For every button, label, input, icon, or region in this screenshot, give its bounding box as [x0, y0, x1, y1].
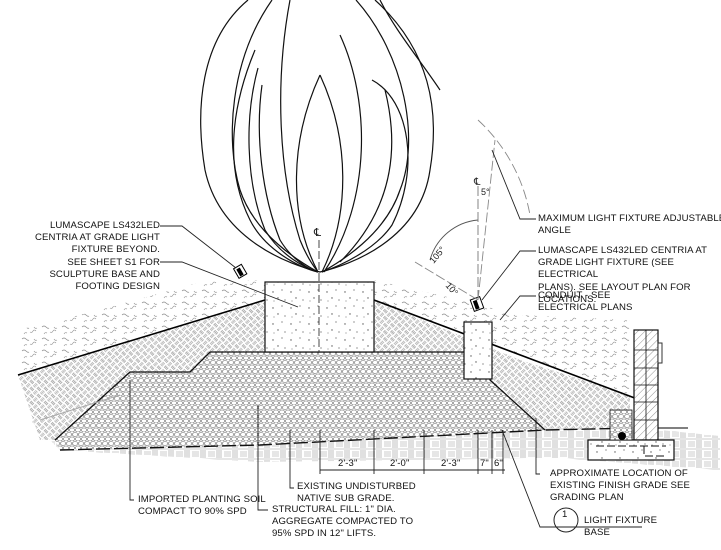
structural-fill	[55, 352, 545, 450]
note-fixture-grade: LUMASCAPE LS432LED CENTRIA AT GRADE LIGH…	[538, 245, 708, 305]
mulch-layer	[18, 280, 265, 375]
native-subgrade	[30, 418, 720, 470]
light-fixture-base	[463, 321, 493, 380]
light-fixture-beyond-icon	[232, 263, 248, 280]
detail-number: 1	[562, 509, 568, 520]
dimension-3: 2'-3"	[441, 458, 461, 469]
dimension-5: 6"	[494, 458, 503, 469]
detail-bubble	[553, 507, 579, 533]
note-planting-soil: IMPORTED PLANTING SOIL COMPACT TO 90% SP…	[138, 494, 266, 518]
note-max-angle: MAXIMUM LIGHT FIXTURE ADJUSTABLE ANGLE	[538, 213, 721, 237]
dimension-4: 7"	[480, 458, 489, 469]
note-sub-grade: EXISTING UNDISTURBED NATIVE SUB GRADE.	[297, 481, 416, 505]
note-sculpture-base: SEE SHEET S1 FOR SCULPTURE BASE AND FOOT…	[49, 257, 160, 293]
detail-title: LIGHT FIXTURE BASE	[584, 515, 658, 539]
wall-footing	[587, 439, 675, 461]
note-finish-grade: APPROXIMATE LOCATION OF EXISTING FINISH …	[550, 468, 691, 504]
note-conduit: CONDUIT - SEE ELECTRICAL PLANS	[538, 290, 633, 314]
angle-offset-label: 5°	[481, 187, 490, 197]
sculpture-base	[264, 281, 375, 353]
sculpture-flame	[200, 0, 441, 273]
dimension-string	[319, 430, 505, 474]
dimension-2: 2'-0"	[390, 458, 410, 469]
note-fixture-beyond: LUMASCAPE LS432LED CENTRIA AT GRADE LIGH…	[35, 220, 160, 256]
centerline-sculpture-symbol: ℄	[314, 227, 322, 239]
note-structural-fill: STRUCTURAL FILL: 1" DIA. AGGREGATE COMPA…	[272, 504, 414, 540]
planting-soil	[18, 300, 265, 440]
dimension-1: 2'-3"	[338, 458, 358, 469]
centerline-fixture-symbol: ℄	[474, 177, 481, 188]
